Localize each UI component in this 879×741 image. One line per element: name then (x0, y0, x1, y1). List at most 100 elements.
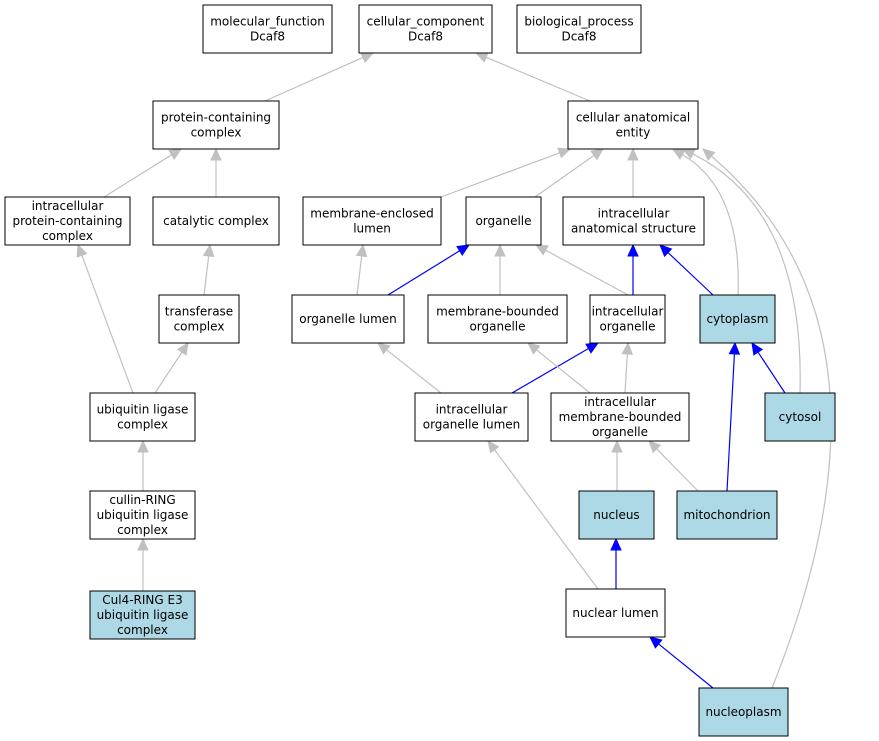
term-label-line: transferase (165, 305, 233, 319)
edge-iol-to-orl (377, 342, 442, 394)
term-node-catc[interactable]: catalytic complex (152, 196, 280, 246)
edge-cae-to-cc (474, 52, 591, 102)
term-label-line: cellular anatomical (576, 111, 690, 125)
arrowhead-cyto-to-cae (671, 148, 686, 160)
edge-line (545, 249, 629, 296)
edge-imbo-to-mbo (527, 342, 591, 394)
edge-nuc-to-imbo (611, 439, 623, 491)
edge-ipcc-to-pcc (103, 148, 183, 198)
edge-line (658, 643, 714, 689)
edge-nl-to-nuc (610, 537, 622, 589)
arrowhead-cytosol-to-cyto (751, 341, 764, 356)
term-label-line: anatomical structure (571, 222, 696, 236)
term-label-line: lumen (353, 222, 391, 236)
term-label-line: organelle (592, 425, 648, 439)
term-node-np[interactable]: nucleoplasm (698, 687, 789, 737)
term-label-line: intracellular (32, 199, 104, 213)
edge-ias-to-cae (627, 147, 639, 197)
edge-line (757, 351, 786, 394)
edge-org-to-cae (534, 148, 604, 198)
term-box (414, 392, 529, 442)
edge-orl-to-org (387, 244, 471, 296)
term-label-line: intracellular (592, 305, 664, 319)
term-box (152, 196, 280, 246)
arrowhead-imbo-to-io (621, 341, 634, 355)
term-label-line: intracellular (436, 403, 508, 417)
term-label-line: membrane-bounded (559, 410, 682, 424)
term-node-cyto[interactable]: cytoplasm (699, 294, 776, 344)
arrowhead-nuc-to-imbo (611, 439, 623, 453)
edge-crl-to-ulc (137, 439, 149, 491)
term-node-orl[interactable]: organelle lumen (291, 294, 405, 344)
arrowhead-ipcc-to-pcc (168, 148, 183, 160)
edge-line (624, 353, 628, 394)
term-label-line: entity (616, 126, 651, 140)
edge-line (485, 56, 591, 102)
term-node-org[interactable]: organelle (465, 196, 542, 246)
edge-line (682, 154, 739, 296)
term-node-nuc[interactable]: nucleus (578, 490, 655, 540)
edge-line (656, 448, 699, 492)
term-label-line: mitochondrion (683, 508, 770, 522)
edge-catc-to-pcc (210, 147, 222, 197)
edge-line (534, 154, 595, 198)
edge-trc-to-catc (202, 243, 215, 296)
term-label-line: cytoplasm (707, 312, 769, 326)
arrowhead-mbo-to-org (494, 243, 506, 257)
arrowhead-org-to-cae (590, 148, 604, 161)
term-node-cytosol[interactable]: cytosol (764, 392, 836, 442)
arrowhead-mito-to-cyto (728, 341, 741, 355)
term-label-line: Cul4-RING E3 (102, 593, 182, 607)
edge-cyto-to-cae (671, 148, 739, 296)
term-label-line: organelle lumen (299, 312, 397, 326)
edge-np-to-nl (649, 636, 714, 689)
term-node-nl[interactable]: nuclear lumen (565, 588, 666, 638)
term-box (578, 490, 655, 540)
arrowhead-cul4-to-crl (137, 537, 149, 551)
edge-mito-to-cyto (726, 341, 741, 492)
edge-pcc-to-cc (264, 52, 375, 102)
edge-cyto-to-ias (659, 244, 714, 296)
edge-line (440, 152, 560, 198)
edge-np-to-cae (702, 148, 832, 689)
term-label-line: cytosol (779, 410, 822, 424)
term-label-line: nucleus (593, 508, 639, 522)
edge-line (710, 155, 832, 689)
term-box (550, 392, 690, 442)
term-label-line: complex (117, 418, 168, 432)
edge-orl-to-mel (355, 243, 368, 296)
edge-io-to-org (534, 244, 629, 296)
arrowhead-nl-to-nuc (610, 537, 622, 551)
term-label-line: molecular_function (210, 15, 325, 29)
term-box (152, 100, 280, 150)
edge-line (536, 349, 591, 394)
arrowhead-crl-to-ulc (137, 439, 149, 453)
arrowhead-mito-to-imbo (648, 440, 662, 454)
arrowhead-np-to-nl (649, 636, 663, 649)
term-node-mito[interactable]: mitochondrion (676, 490, 778, 540)
term-box (699, 294, 776, 344)
arrowhead-io-to-org (534, 244, 549, 256)
term-box (89, 490, 196, 540)
term-box (291, 294, 405, 344)
term-label-line: complex (42, 229, 93, 243)
arrowhead-iol-to-orl (377, 342, 391, 355)
